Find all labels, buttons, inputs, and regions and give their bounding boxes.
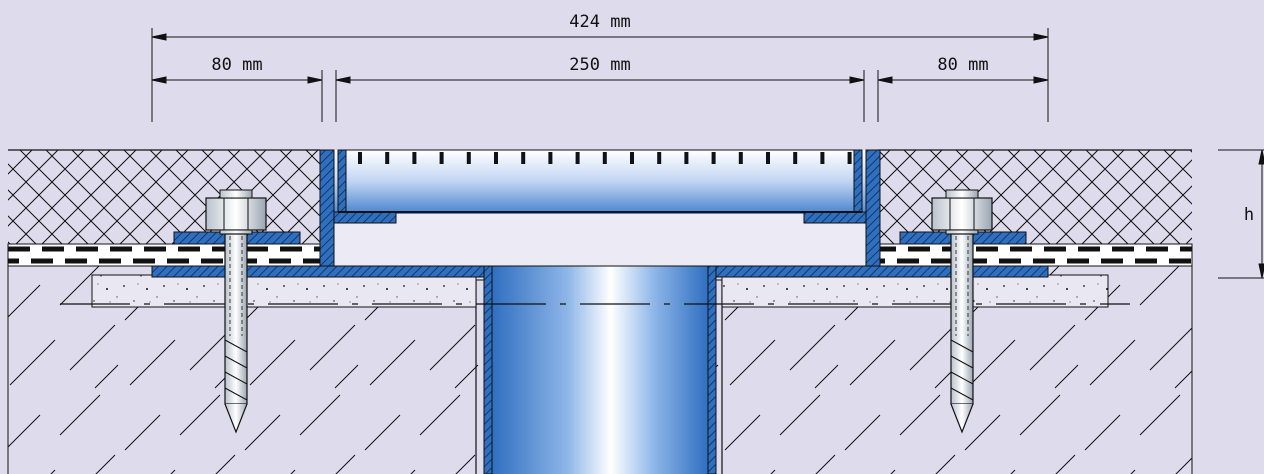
grate-width-label: 250 mm — [569, 55, 630, 75]
anchor-bolt-left — [173, 189, 301, 434]
grate-slot — [684, 152, 689, 164]
grate-slot — [494, 152, 498, 164]
mortar-bed — [91, 274, 1109, 308]
grate-slot — [738, 152, 743, 164]
drain-grate — [337, 149, 863, 213]
grate-slot — [358, 152, 362, 164]
grate-slot — [439, 152, 444, 164]
left-flange-label: 80 mm — [211, 55, 262, 75]
grate-slot — [412, 152, 417, 164]
grate-slot — [630, 152, 634, 164]
grate-slot — [548, 152, 553, 164]
anchor-bolt-right — [899, 189, 1027, 434]
grate-slot — [385, 152, 390, 164]
height-label: h — [1244, 205, 1254, 225]
grate-slot — [820, 152, 825, 164]
grate-slot — [602, 152, 607, 164]
grate-slot — [575, 152, 580, 164]
grate-slots — [358, 152, 852, 164]
right-flange-label: 80 mm — [937, 55, 988, 75]
grate-slot — [711, 152, 716, 164]
outlet-pipe — [476, 265, 722, 474]
dimension-lines — [151, 28, 1264, 279]
grate-slot — [657, 152, 662, 164]
grate-slot — [766, 152, 770, 164]
grate-slot — [847, 152, 852, 164]
insulation-layer — [8, 149, 1192, 246]
grate-slot — [466, 152, 471, 164]
grate-slot — [793, 152, 798, 164]
overall-width-label: 424 mm — [569, 12, 630, 32]
grate-slot — [521, 152, 526, 164]
